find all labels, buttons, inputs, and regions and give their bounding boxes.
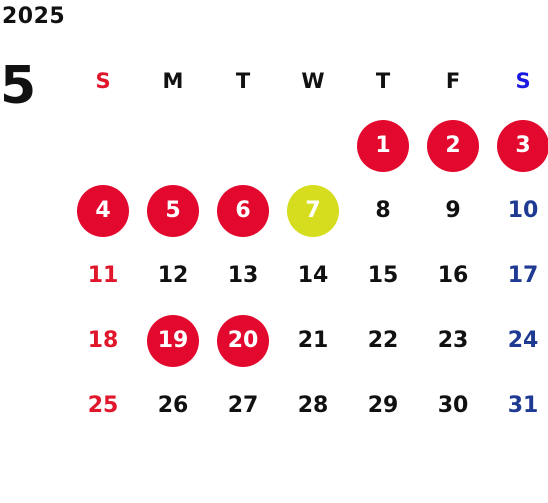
day-cell[interactable]: 29 [348,373,418,438]
year-label: 2025 [2,4,66,29]
empty-day-cell [278,113,348,178]
day-number: 22 [367,328,399,353]
day-cell[interactable]: 3 [488,113,548,178]
day-cell[interactable]: 16 [418,243,488,308]
month-number: 5 [0,56,37,116]
weekday-friday: F [445,68,461,93]
day-number: 25 [87,393,119,418]
day-number: 3 [515,133,531,158]
day-number: 13 [227,263,259,288]
day-number: 20 [227,328,259,353]
day-number: 21 [297,328,329,353]
empty-day-cell [208,113,278,178]
day-number: 30 [437,393,469,418]
day-number: 2 [445,133,461,158]
day-number: 29 [367,393,399,418]
empty-day-cell [138,113,208,178]
day-cell[interactable]: 2 [418,113,488,178]
day-cell[interactable]: 17 [488,243,548,308]
day-cell[interactable]: 20 [208,308,278,373]
day-number: 10 [507,198,539,223]
day-cell[interactable]: 23 [418,308,488,373]
day-number: 12 [157,263,189,288]
day-number: 7 [305,198,321,223]
day-number: 17 [507,263,539,288]
day-number: 27 [227,393,259,418]
day-cell[interactable]: 5 [138,178,208,243]
day-cell[interactable]: 10 [488,178,548,243]
day-cell[interactable]: 13 [208,243,278,308]
day-number: 23 [437,328,469,353]
day-cell[interactable]: 15 [348,243,418,308]
day-cell[interactable]: 11 [68,243,138,308]
day-number: 8 [375,198,391,223]
day-number: 4 [95,198,111,223]
weekday-saturday: S [515,68,531,93]
day-number: 18 [87,328,119,353]
day-number: 9 [445,198,461,223]
day-number: 14 [297,263,329,288]
day-cell[interactable]: 1 [348,113,418,178]
day-number: 26 [157,393,189,418]
day-cell[interactable]: 24 [488,308,548,373]
week-row: 18 19 20 21 22 23 24 [68,308,548,373]
weekday-tuesday: T [235,68,251,93]
weekday-thursday: T [375,68,391,93]
day-cell[interactable]: 25 [68,373,138,438]
day-cell[interactable]: 22 [348,308,418,373]
week-row: 4 5 6 7 8 9 10 [68,178,548,243]
day-cell[interactable]: 21 [278,308,348,373]
week-row: 11 12 13 14 15 16 17 [68,243,548,308]
day-number: 19 [157,328,189,353]
day-number: 1 [375,133,391,158]
day-number: 31 [507,393,539,418]
weekday-header-row: S M T W T F S [68,48,548,113]
day-number: 16 [437,263,469,288]
day-cell[interactable]: 18 [68,308,138,373]
day-cell[interactable]: 26 [138,373,208,438]
day-cell[interactable]: 9 [418,178,488,243]
weekday-wednesday: W [301,68,325,93]
day-cell[interactable]: 6 [208,178,278,243]
empty-day-cell [68,113,138,178]
day-cell[interactable]: 31 [488,373,548,438]
week-row: 1 2 3 [68,113,548,178]
day-number: 11 [87,263,119,288]
day-number: 5 [165,198,181,223]
weekday-monday: M [162,68,184,93]
day-number: 24 [507,328,539,353]
day-cell[interactable]: 19 [138,308,208,373]
day-cell[interactable]: 14 [278,243,348,308]
day-number: 28 [297,393,329,418]
day-cell[interactable]: 8 [348,178,418,243]
day-cell[interactable]: 7 [278,178,348,243]
week-row: 25 26 27 28 29 30 31 [68,373,548,438]
day-cell[interactable]: 4 [68,178,138,243]
day-cell[interactable]: 28 [278,373,348,438]
day-number: 6 [235,198,251,223]
day-cell[interactable]: 27 [208,373,278,438]
day-number: 15 [367,263,399,288]
weekday-sunday: S [95,68,111,93]
day-cell[interactable]: 30 [418,373,488,438]
day-cell[interactable]: 12 [138,243,208,308]
